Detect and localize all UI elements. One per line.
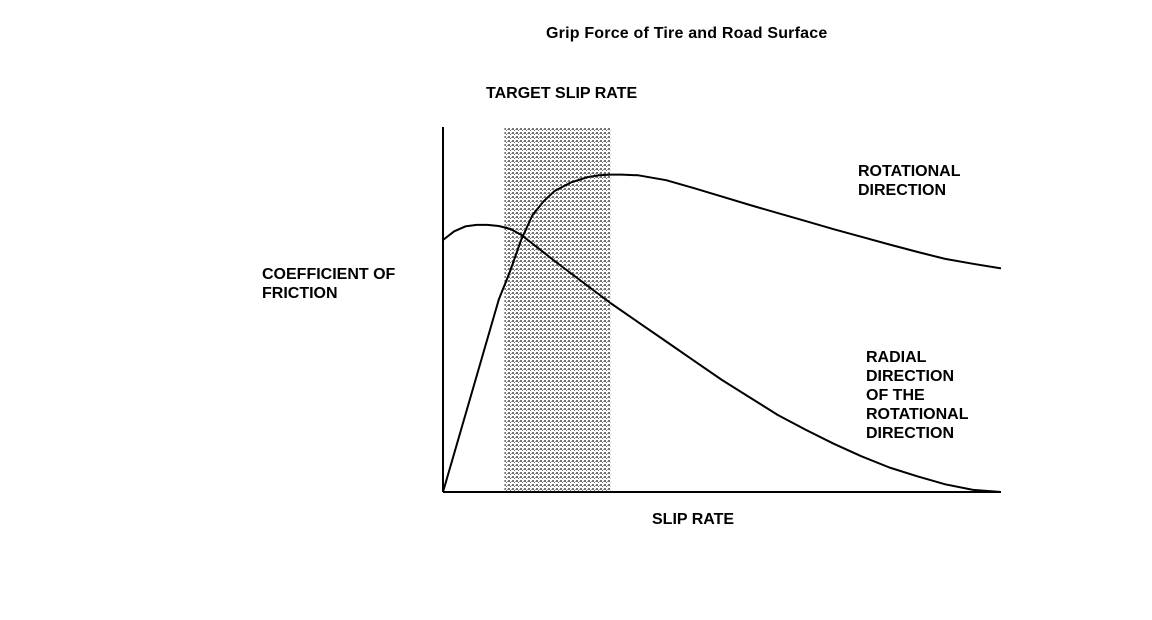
series-label-line: DIRECTION [866,425,954,442]
series-label-line: RADIAL [866,349,927,366]
y-axis-label-line: FRICTION [262,285,338,302]
target-slip-rate-band [504,127,611,492]
series-label-line: OF THE [866,387,925,404]
y-axis-label-line: COEFFICIENT OF [262,266,396,283]
y-axis-label: COEFFICIENT OF FRICTION [262,265,395,303]
x-axis-label: SLIP RATE [652,511,735,528]
series-label-rotational: ROTATIONAL DIRECTION [858,162,961,200]
series-line-radial [442,223,1002,493]
series-line-rotational [442,173,1002,493]
series-label-line: DIRECTION [858,182,946,199]
series-label-line: ROTATIONAL [866,406,969,423]
chart-title: Grip Force of Tire and Road Surface [546,25,828,42]
target-slip-rate-label: TARGET SLIP RATE [486,85,638,102]
series-layer [442,173,1002,493]
series-label-radial: RADIAL DIRECTION OF THE ROTATIONAL DIREC… [866,348,969,443]
series-label-line: DIRECTION [866,368,954,385]
series-label-line: ROTATIONAL [858,163,961,180]
